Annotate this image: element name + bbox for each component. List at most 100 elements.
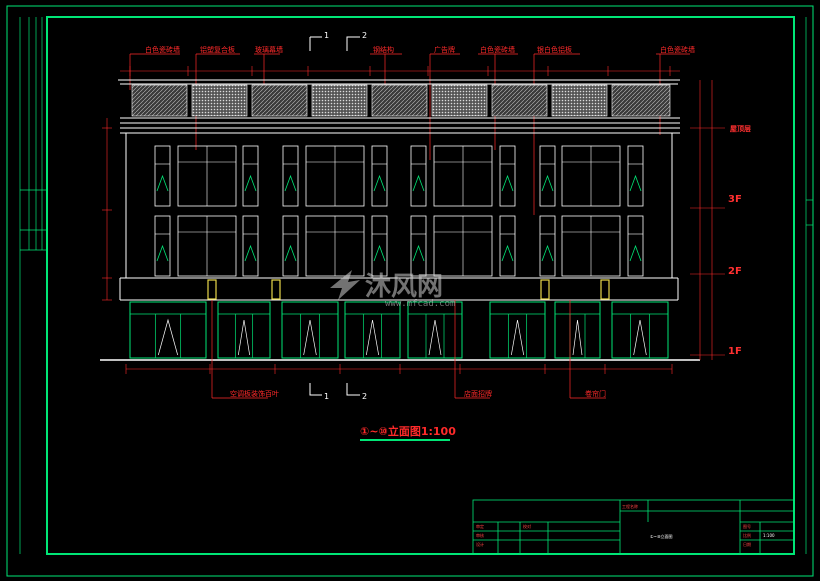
upper-windows <box>154 145 644 277</box>
window-opening-mark <box>541 174 554 192</box>
window-opening-mark <box>412 174 425 192</box>
top-annotations: 白色瓷砖墙 铝塑复合板 玻璃幕墙 钢结构 广告牌 白色瓷砖墙 银白色铝板 白色瓷… <box>145 45 695 54</box>
window-opening-mark <box>501 244 514 262</box>
narrow-window <box>371 215 388 277</box>
level-label-3f: 3F <box>728 194 742 205</box>
window-opening-mark <box>373 174 386 192</box>
narrow-window <box>242 145 259 207</box>
annotation-top-1: 白色瓷砖墙 <box>145 45 180 54</box>
door-swing-mark <box>428 319 442 356</box>
storefront-bay <box>344 301 401 359</box>
narrow-window <box>499 215 516 277</box>
building-outline <box>119 133 679 301</box>
watermark-url: www.mfcad.com <box>385 299 455 309</box>
storefront-ground-floor <box>129 301 669 359</box>
cornice-lines <box>118 79 680 134</box>
storefront-bay <box>611 301 669 359</box>
dimension-chain-bottom <box>125 364 673 374</box>
annotation-top-3: 玻璃幕墙 <box>255 45 283 54</box>
watermark-logo-icon <box>330 270 360 300</box>
narrow-window <box>499 145 516 207</box>
roof-panels <box>131 84 671 117</box>
door-swing-mark <box>365 319 380 356</box>
section-mark-label-1: 1 <box>324 31 329 40</box>
narrow-window <box>627 145 644 207</box>
outer-frame <box>6 5 814 577</box>
section-mark-label-2: 2 <box>362 31 367 40</box>
level-label-roof: 屋顶层 <box>730 124 751 133</box>
level-label-2f: 2F <box>728 266 742 277</box>
annotation-bottom-1: 空调板装饰百叶 <box>230 389 279 398</box>
level-label-1f: 1F <box>728 346 742 357</box>
door-swing-mark <box>633 319 647 356</box>
annotation-leaders-top <box>129 53 690 215</box>
door-swing-mark <box>510 319 525 356</box>
section-mark-label-2-bottom: 2 <box>362 392 367 401</box>
narrow-window <box>154 145 171 207</box>
title-block-row-4: 校对 <box>523 523 531 529</box>
signboard-tags <box>207 279 610 300</box>
narrow-window <box>410 145 427 207</box>
window-opening-mark <box>244 174 257 192</box>
window-opening-mark <box>284 174 297 192</box>
title-block-right-1: 图号 <box>743 523 751 529</box>
annotation-top-8: 白色瓷砖墙 <box>660 45 695 54</box>
window-opening-mark <box>501 174 514 192</box>
dimension-chain-top <box>120 66 680 76</box>
storefront-bay <box>281 301 339 359</box>
narrow-window <box>242 215 259 277</box>
window-opening-mark <box>629 174 642 192</box>
section-mark-label-1-bottom: 1 <box>324 392 329 401</box>
storefront-bay <box>554 301 601 359</box>
dimension-chain-left <box>102 118 112 301</box>
annotation-bottom-2: 店面招牌 <box>464 389 492 398</box>
window-opening-mark <box>373 244 386 262</box>
storefront-bay <box>489 301 546 359</box>
section-marks <box>309 36 360 396</box>
left-binding-strip <box>19 17 47 554</box>
title-block-row-3: 设计 <box>476 541 484 547</box>
title-block-right-3: 日期 <box>743 541 751 547</box>
annotation-top-6: 白色瓷砖墙 <box>480 45 515 54</box>
annotation-top-7: 银白色铝板 <box>537 45 572 54</box>
window-opening-mark <box>412 244 425 262</box>
watermark: 沐风网 www.mfcad.com <box>330 270 455 309</box>
title-block-right-2: 比例 <box>743 532 751 538</box>
title-block-drawing-name: ①~⑩立面图 <box>650 533 673 539</box>
drawing-title: ①~⑩立面图1:100 <box>360 424 456 438</box>
window-opening-mark <box>156 244 169 262</box>
window-opening-mark <box>244 244 257 262</box>
narrow-window <box>627 215 644 277</box>
annotation-top-4: 钢结构 <box>373 45 394 54</box>
annotation-leaders-bottom <box>211 300 606 399</box>
right-binding-strip <box>805 17 814 554</box>
title-block-row-2: 审核 <box>476 532 484 538</box>
narrow-window <box>539 215 556 277</box>
narrow-window <box>154 215 171 277</box>
narrow-window <box>539 145 556 207</box>
window-opening-mark <box>284 244 297 262</box>
narrow-window <box>371 145 388 207</box>
annotation-bottom-3: 卷帘门 <box>585 389 606 398</box>
storefront-bay <box>217 301 271 359</box>
title-block <box>472 499 795 555</box>
level-marks <box>690 80 725 360</box>
inner-frame <box>46 16 795 555</box>
door-swing-mark <box>572 319 583 356</box>
annotation-top-5: 广告牌 <box>434 45 455 54</box>
narrow-window <box>410 215 427 277</box>
door-swing-mark <box>237 319 251 356</box>
door-swing-mark <box>303 319 317 356</box>
window-opening-mark <box>541 244 554 262</box>
watermark-text: 沐风网 <box>365 272 443 302</box>
title-block-row-1: 审定 <box>476 523 484 529</box>
storefront-bay <box>407 301 463 359</box>
storefront-bay <box>129 301 207 359</box>
window-opening-mark <box>629 244 642 262</box>
title-block-scale: 1:100 <box>763 533 775 538</box>
annotation-top-2: 铝塑复合板 <box>200 45 235 54</box>
door-swing-mark <box>157 318 179 356</box>
title-block-project: 工程名称 <box>622 503 638 509</box>
window-opening-mark <box>156 174 169 192</box>
